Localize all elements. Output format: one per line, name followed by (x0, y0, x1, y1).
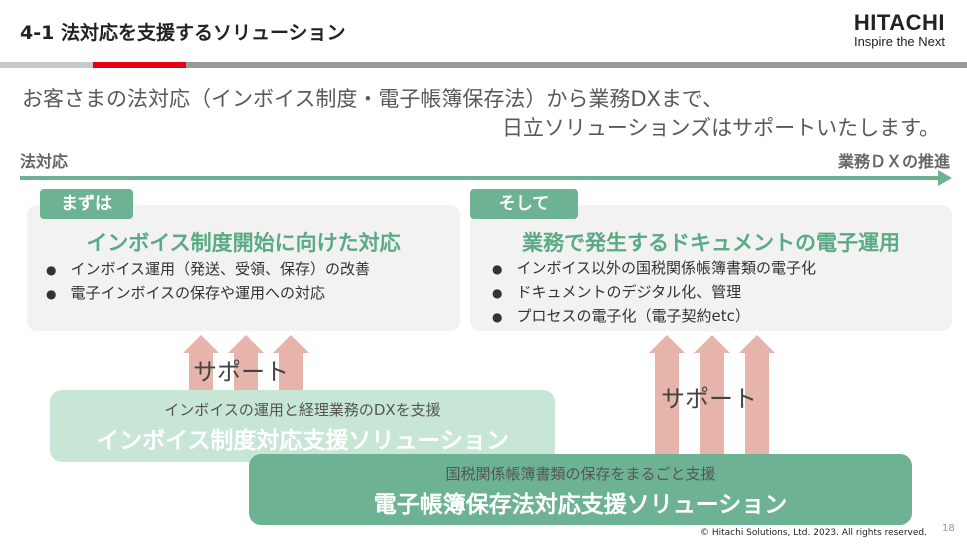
support-label-left: サポート (193, 358, 289, 386)
page-number: 18 (942, 523, 955, 534)
solution-subtitle: インボイスの運用と経理業務のDXを支援 (164, 401, 441, 419)
left-panel-title: インボイス制度開始に向けた対応 (86, 231, 401, 255)
ebook-solution-box: 国税関係帳簿書類の保存をまるごと支援 電子帳簿保存法対応支援ソリューション (249, 454, 912, 525)
invoice-solution-box: インボイスの運用と経理業務のDXを支援 インボイス制度対応支援ソリューション (50, 390, 555, 462)
list-item: インボイス以外の国税関係帳簿書類の電子化 (492, 257, 816, 281)
hitachi-logo: HITACHI Inspire the Next (854, 12, 945, 50)
up-arrow-icon (649, 335, 685, 455)
left-panel-bullets: インボイス運用（発送、受領、保存）の改善 電子インボイスの保存や運用への対応 (46, 258, 370, 306)
logo-brand: HITACHI (853, 10, 945, 35)
solution-title: 電子帳簿保存法対応支援ソリューション (373, 492, 788, 518)
up-arrow-icon (694, 335, 730, 455)
logo-tagline: Inspire the Next (853, 34, 945, 49)
list-item: インボイス運用（発送、受領、保存）の改善 (46, 258, 370, 282)
header-bar-red (93, 62, 186, 68)
right-panel-bullets: インボイス以外の国税関係帳簿書類の電子化 ドキュメントのデジタル化、管理 プロセ… (492, 257, 816, 329)
axis-start-label: 法対応 (20, 152, 69, 171)
support-label-right: サポート (661, 385, 757, 413)
right-panel-tab: そして (470, 189, 578, 219)
header-bar-light (0, 62, 93, 68)
intro-line-2: 日立ソリューションズはサポートいたします。 (501, 116, 940, 140)
progress-axis-line (20, 176, 940, 180)
up-arrow-icon (739, 335, 775, 455)
copyright: © Hitachi Solutions, Ltd. 2023. All righ… (700, 528, 927, 538)
header-bar-gray (186, 62, 967, 68)
axis-arrowhead-icon (938, 170, 952, 186)
page-title: 4-1 法対応を支援するソリューション (20, 22, 346, 44)
list-item: プロセスの電子化（電子契約etc） (492, 305, 816, 329)
solution-title: インボイス制度対応支援ソリューション (96, 428, 509, 454)
list-item: ドキュメントのデジタル化、管理 (492, 281, 816, 305)
solution-subtitle: 国税関係帳簿書類の保存をまるごと支援 (445, 465, 716, 483)
intro-line-1: お客さまの法対応（インボイス制度・電子帳簿保存法）から業務DXまで、 (22, 87, 724, 111)
right-panel-title: 業務で発生するドキュメントの電子運用 (522, 231, 900, 255)
axis-end-label: 業務ＤＸの推進 (837, 152, 950, 171)
left-panel-tab: まずは (40, 189, 133, 219)
list-item: 電子インボイスの保存や運用への対応 (46, 282, 370, 306)
